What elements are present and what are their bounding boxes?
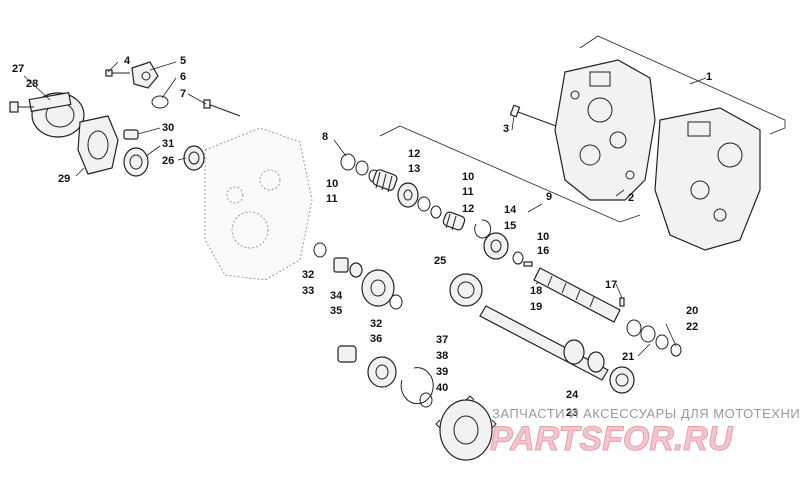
callout-11b: 11 <box>462 186 474 198</box>
callout-28: 28 <box>26 78 38 90</box>
bearing-23 <box>609 366 635 394</box>
callout-21: 21 <box>622 351 634 363</box>
callout-31: 31 <box>162 138 174 150</box>
bushing-33 <box>333 257 349 273</box>
callout-27: 27 <box>12 63 24 75</box>
callout-16: 16 <box>537 245 549 257</box>
callout-8: 8 <box>322 131 328 143</box>
callout-4: 4 <box>124 55 131 67</box>
bolt-27 <box>9 101 34 113</box>
housing-ghost-outline <box>204 127 313 281</box>
bolt-7 <box>203 99 241 117</box>
callout-5: 5 <box>180 55 186 67</box>
pin-18 <box>523 261 533 267</box>
bearing-34 <box>349 262 363 278</box>
callout-26: 26 <box>162 155 174 167</box>
watermark-caption: ЗАПЧАСТИ И АКСЕССУАРЫ ДЛЯ МОТОТЕХНИКИ <box>492 406 800 421</box>
bolt-3 <box>509 104 557 127</box>
callout-12a: 12 <box>408 148 420 160</box>
watermark: ЗАПЧАСТИ И АКСЕССУАРЫ ДЛЯ МОТОТЕХНИКИ PA… <box>490 406 800 459</box>
snap-ring-38 <box>400 367 434 405</box>
sleeve-36 <box>337 345 357 363</box>
bearing-37 <box>367 356 397 388</box>
assembly-brackets <box>379 35 786 223</box>
callout-20: 20 <box>686 305 698 317</box>
main-shaft <box>479 305 609 381</box>
washer-10c <box>512 251 524 265</box>
callout-37: 37 <box>436 334 448 346</box>
washer-10b <box>417 196 431 212</box>
callout-17: 17 <box>605 279 617 291</box>
callout-32b: 32 <box>370 318 382 330</box>
callout-25: 25 <box>434 255 446 267</box>
washer-39 <box>419 392 433 408</box>
callout-33: 33 <box>302 285 314 297</box>
callout-13: 13 <box>408 163 420 175</box>
gear-35 <box>361 269 395 307</box>
callout-22: 22 <box>686 321 698 333</box>
callout-11a: 11 <box>326 193 338 205</box>
washer-20b <box>640 325 656 343</box>
washer-32b <box>389 294 403 310</box>
washer-32a <box>313 242 327 258</box>
gear-15 <box>483 232 509 260</box>
crankcase-left-half <box>654 107 761 251</box>
callout-1: 1 <box>706 71 712 83</box>
callout-7: 7 <box>180 88 186 100</box>
watermark-logo: PARTSFOR.RU <box>490 420 734 458</box>
callout-35: 35 <box>330 305 342 317</box>
callout-39: 39 <box>436 366 448 378</box>
callout-leaders <box>23 61 677 357</box>
gear-40 <box>435 395 497 461</box>
needle-bearing-12b <box>442 211 466 231</box>
callout-6: 6 <box>180 71 186 83</box>
o-ring-6 <box>151 95 169 109</box>
pin-17 <box>619 297 625 307</box>
callout-12b: 12 <box>462 203 474 215</box>
callout-2: 2 <box>628 192 634 204</box>
sensor-5 <box>131 61 159 89</box>
callout-30: 30 <box>162 122 174 134</box>
washer-20a <box>626 319 642 337</box>
callout-10a: 10 <box>326 178 338 190</box>
callout-19: 19 <box>530 301 542 313</box>
bearing-31 <box>123 147 149 177</box>
callout-24: 24 <box>566 389 579 401</box>
callout-labels: 1 2 3 4 5 6 7 8 9 10 10 10 11 11 12 12 1… <box>12 55 712 419</box>
callout-29: 29 <box>58 173 70 185</box>
callout-18: 18 <box>530 285 542 297</box>
gasket-29 <box>77 115 119 175</box>
callout-10c: 10 <box>537 231 549 243</box>
screw-4 <box>105 69 130 77</box>
callout-32a: 32 <box>302 269 314 281</box>
callout-34: 34 <box>330 290 343 302</box>
callout-40: 40 <box>436 382 448 394</box>
clip-14 <box>474 219 492 239</box>
callout-38: 38 <box>436 350 448 362</box>
crankcase-right-half <box>554 59 656 201</box>
callout-14: 14 <box>504 204 517 216</box>
needle-bearing-12a <box>372 169 398 193</box>
seal-26 <box>183 145 205 171</box>
callout-3: 3 <box>503 123 509 135</box>
bearing-25 <box>449 273 483 307</box>
callout-15: 15 <box>504 220 516 232</box>
washer-10a <box>355 160 369 176</box>
clip-22 <box>670 343 682 357</box>
washer-21 <box>655 334 669 350</box>
callout-9: 9 <box>546 191 552 203</box>
splined-shaft-16 <box>533 267 621 323</box>
washer-11b <box>430 205 442 219</box>
washer-8 <box>340 153 356 171</box>
callout-23: 23 <box>566 407 578 419</box>
gear-13 <box>397 182 419 208</box>
cover-housing-28 <box>28 91 85 138</box>
callout-36: 36 <box>370 333 382 345</box>
callout-10b: 10 <box>462 171 474 183</box>
pin-30 <box>123 129 139 140</box>
